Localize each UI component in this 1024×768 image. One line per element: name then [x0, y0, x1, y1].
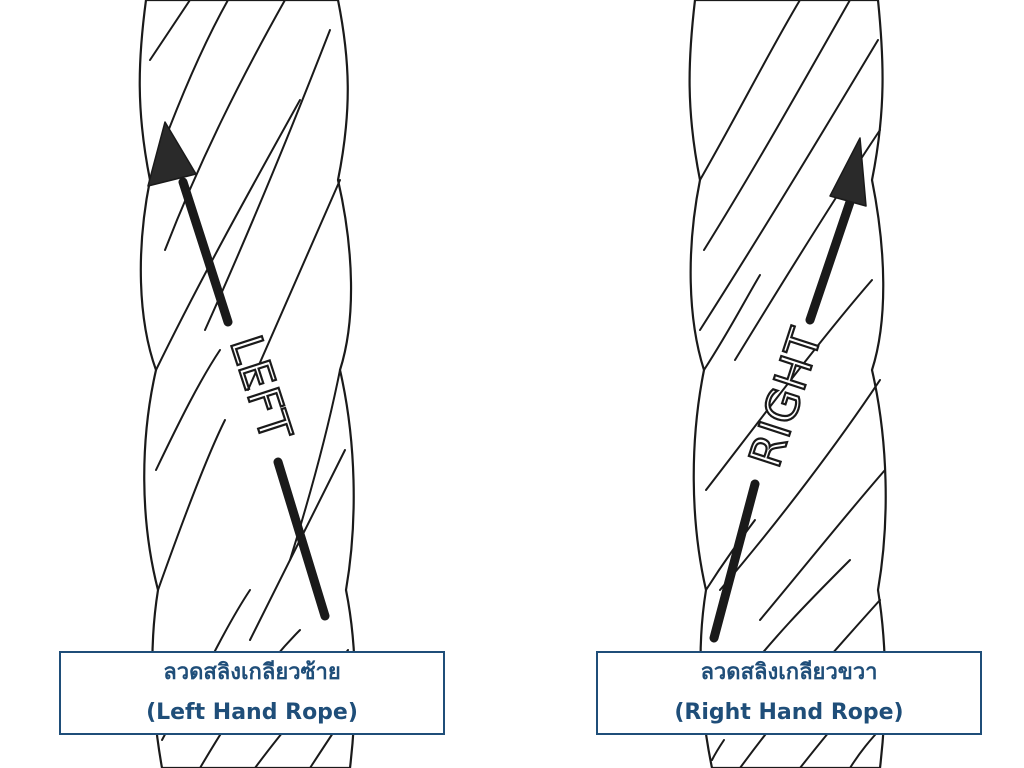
right-rope-caption-thai: ลวดสลิงเกลียวขวา [700, 660, 878, 685]
right-arrow-shaft-upper [805, 197, 855, 325]
left-arrow-head-icon [147, 121, 197, 187]
left-arrow-shaft-upper [178, 177, 233, 327]
right-rope-caption: ลวดสลิงเกลียวขวา (Right Hand Rope) [596, 651, 982, 735]
left-rope-caption-english: (Left Hand Rope) [146, 700, 358, 725]
right-rope-caption-english: (Right Hand Rope) [674, 700, 904, 725]
right-arrow-shaft-lower [709, 479, 760, 643]
left-arrow-shaft-lower [273, 457, 330, 621]
left-rope-body [138, 0, 357, 768]
left-rope-caption: ลวดสลิงเกลียวซ้าย (Left Hand Rope) [59, 651, 445, 735]
right-arrow-head-icon [829, 137, 867, 207]
left-rope-caption-thai: ลวดสลิงเกลียวซ้าย [163, 660, 341, 685]
